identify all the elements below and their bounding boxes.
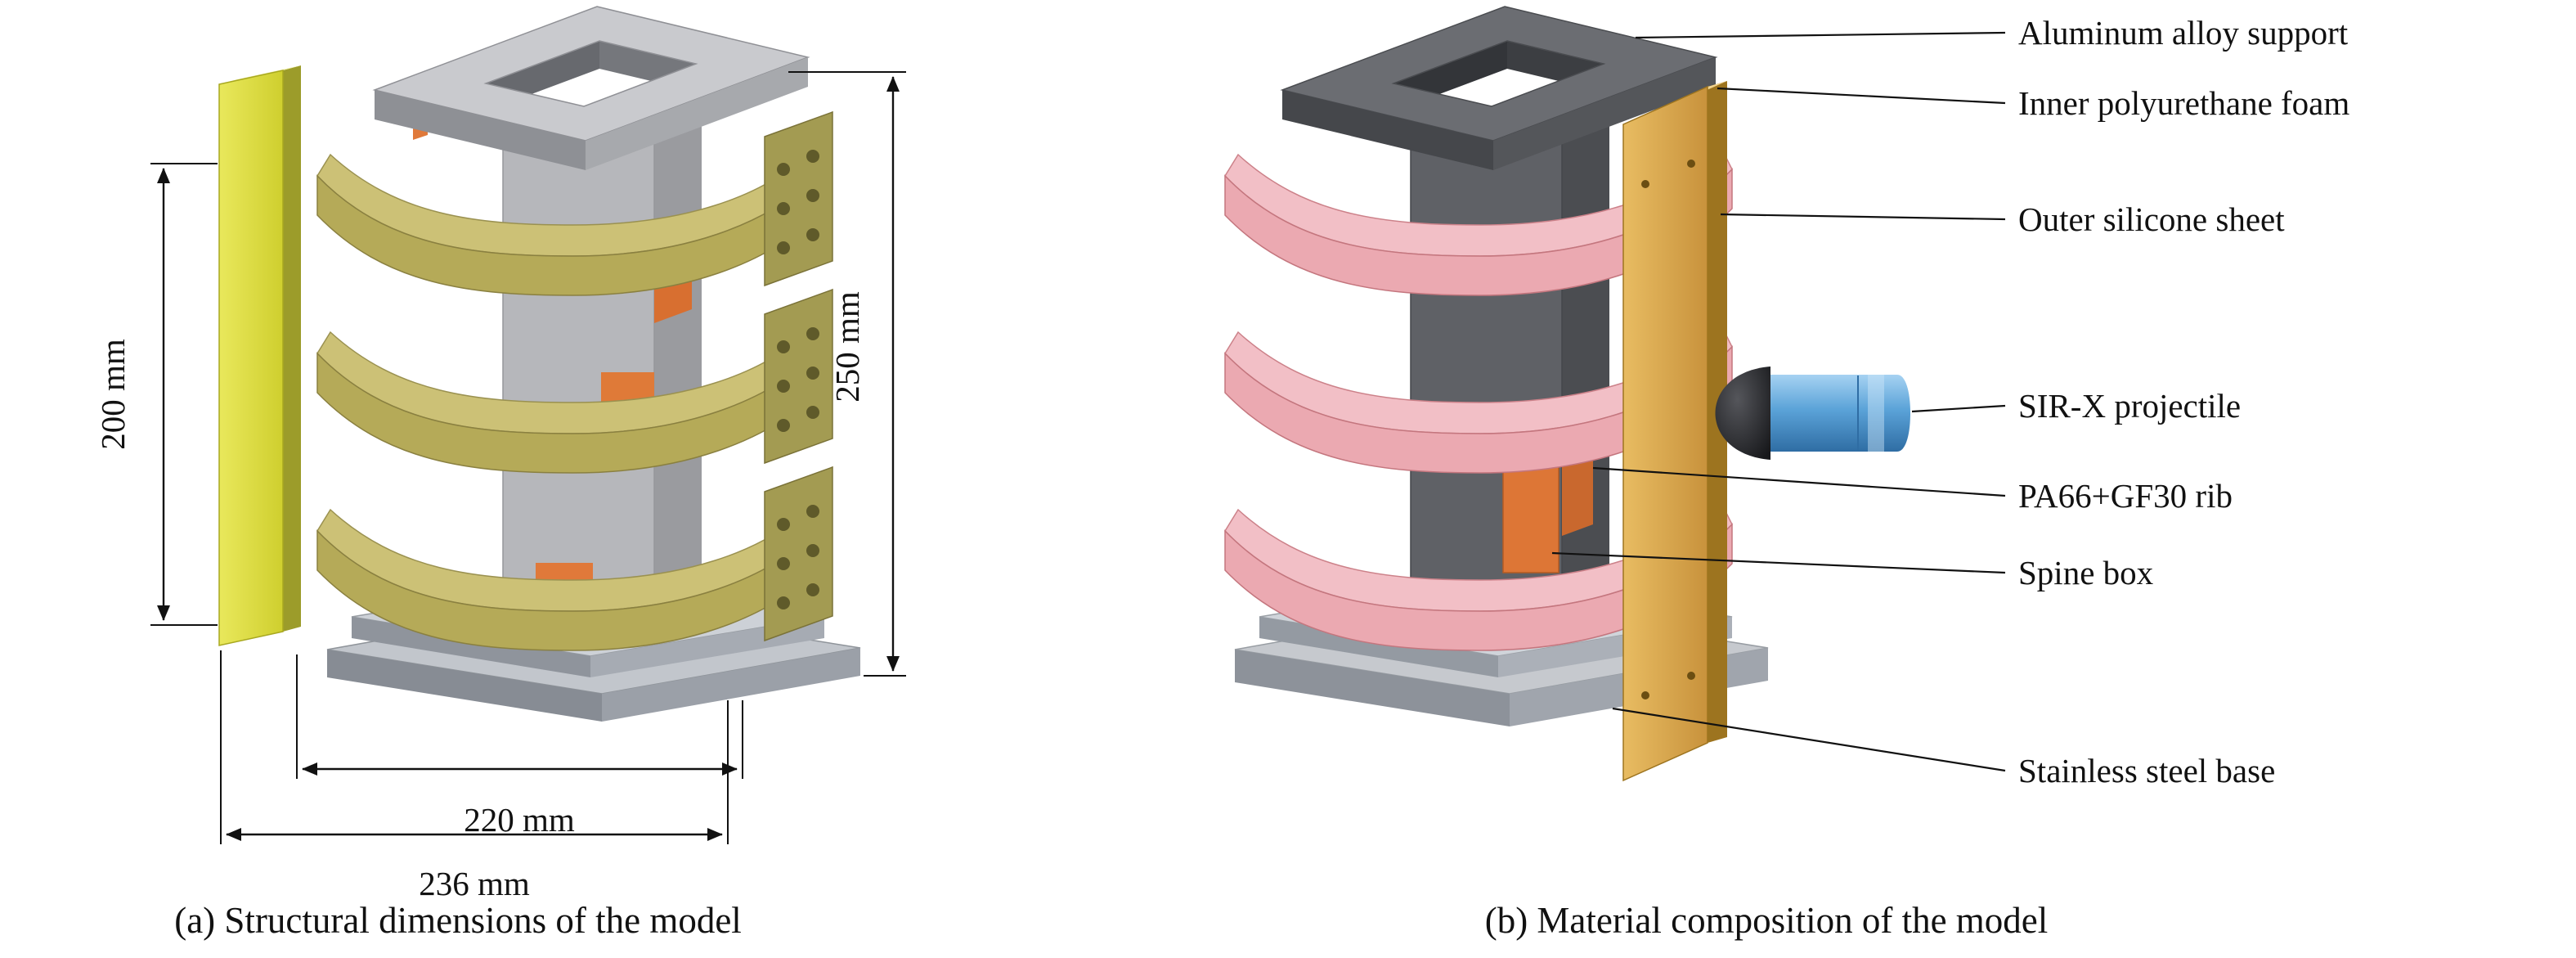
- model-a-top-frame: [372, 6, 810, 170]
- dim-label-200mm: 200 mm: [94, 339, 132, 450]
- leader-lines: [1551, 31, 2006, 772]
- dimension-annotations: [150, 71, 906, 844]
- model-a-column: [502, 88, 702, 621]
- dimension-220mm: [296, 654, 743, 779]
- leader-outer-silicone: [1720, 213, 2006, 221]
- model-a: [218, 6, 861, 722]
- label-base: Stainless steel base: [2018, 752, 2276, 789]
- caption-panel-b: (b) Material composition of the model: [1484, 900, 2049, 941]
- dimension-200mm: [150, 163, 218, 626]
- leader-spine-box: [1551, 551, 2006, 574]
- model-b-orange-plate: [1622, 81, 1727, 782]
- dimension-236mm: [220, 650, 729, 844]
- label-spine-box: Spine box: [2018, 554, 2154, 591]
- label-inner-foam: Inner polyurethane foam: [2018, 84, 2350, 122]
- model-a-rib-1: [316, 110, 833, 296]
- leader-base: [1612, 707, 2006, 772]
- label-rib: PA66+GF30 rib: [2018, 477, 2233, 515]
- model-b-top-frame: [1280, 6, 1718, 170]
- leader-inner-foam: [1717, 87, 2006, 105]
- label-aluminum-support: Aluminum alloy support: [2018, 14, 2349, 52]
- model-b: [1224, 6, 2006, 782]
- model-a-rib-2: [316, 288, 833, 474]
- leader-aluminum-support: [1635, 31, 2006, 39]
- model-a-yellow-plate: [218, 65, 301, 646]
- label-outer-silicone: Outer silicone sheet: [2018, 200, 2285, 238]
- dim-label-236mm: 236 mm: [419, 865, 530, 902]
- model-b-projectile: [1715, 367, 1910, 460]
- leader-projectile: [1911, 404, 2006, 413]
- dim-label-220mm: 220 mm: [464, 801, 575, 839]
- dim-label-250mm: 250 mm: [828, 291, 866, 403]
- leader-rib: [1592, 466, 2006, 497]
- label-projectile: SIR-X projectile: [2018, 387, 2242, 425]
- model-a-rib-3: [316, 466, 833, 651]
- dimension-250mm: [788, 71, 906, 677]
- caption-panel-a: (a) Structural dimensions of the model: [174, 900, 742, 941]
